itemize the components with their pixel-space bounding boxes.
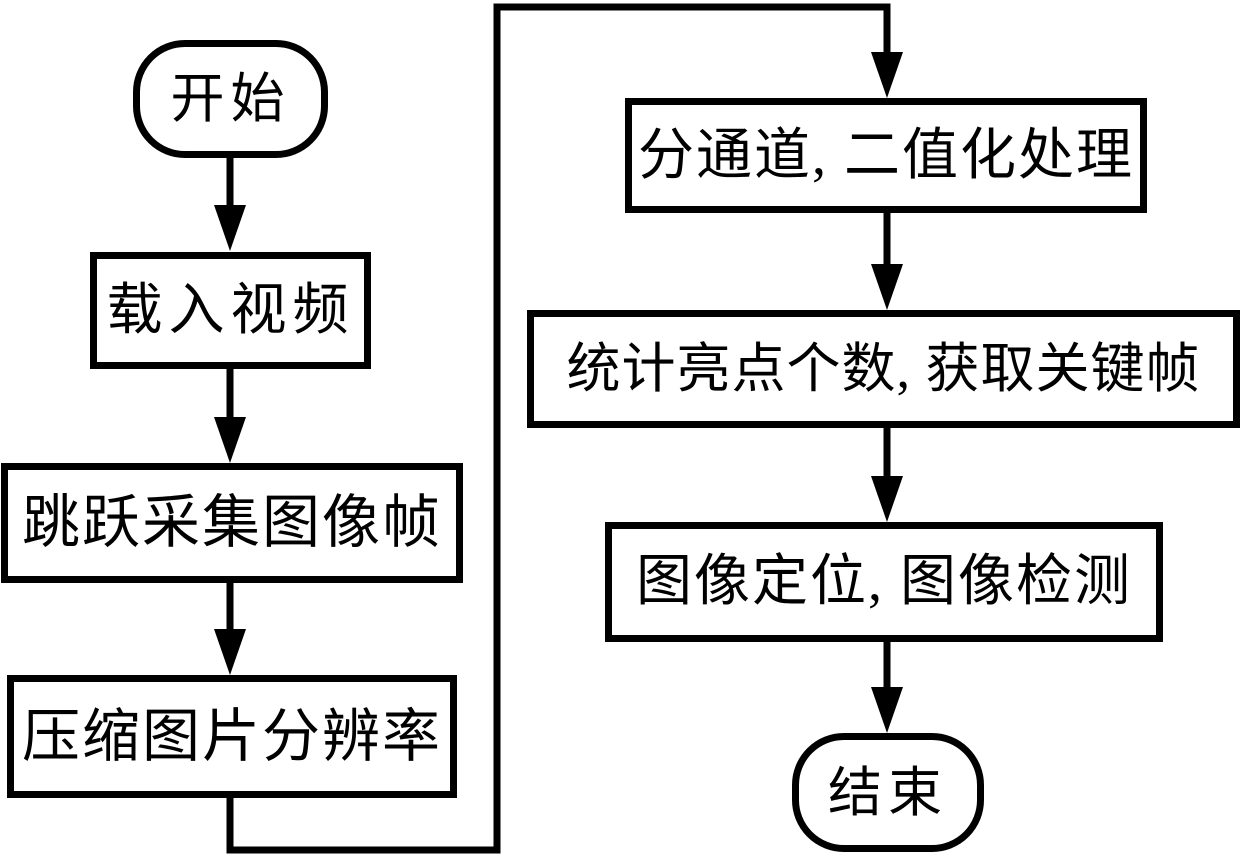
arrowhead-icon [871,52,903,98]
node-start: 开始 [133,40,328,158]
edge-start-to-load-video [214,156,246,251]
arrowhead-icon [214,417,246,463]
node-compress-resolution-label: 压缩图片分辨率 [21,703,442,769]
edge-locate-detect-to-end [871,640,903,733]
node-split-channels-binarize: 分通道, 二值化处理 [625,98,1147,213]
edge-skip-sample-to-compress [214,581,246,675]
edge-compress-to-split-binarize [226,3,903,854]
node-skip-sample-frames-label: 跳跃采集图像帧 [21,490,442,555]
arrowhead-icon [214,205,246,251]
arrowhead-icon [214,629,246,675]
node-skip-sample-frames: 跳跃采集图像帧 [1,463,463,583]
arrowhead-icon [871,476,903,522]
edge-load-video-to-skip-sample [214,366,246,463]
node-count-bright-points-keyframe-label: 统计亮点个数, 获取关键帧 [566,339,1201,399]
node-compress-resolution: 压缩图片分辨率 [7,675,457,798]
node-split-channels-binarize-label: 分通道, 二值化处理 [638,124,1134,187]
node-end: 结束 [792,733,984,852]
node-image-locate-detect-label: 图像定位, 图像检测 [636,551,1132,613]
arrowhead-icon [871,687,903,733]
edge-count-keyframe-to-locate-detect [871,426,903,522]
edge-split-binarize-to-count-keyframe [871,211,903,310]
node-load-video-label: 载入视频 [106,279,355,342]
node-start-label: 开始 [170,69,291,129]
node-image-locate-detect: 图像定位, 图像检测 [605,522,1163,642]
node-end-label: 结束 [828,762,948,823]
arrowhead-icon [871,264,903,310]
node-count-bright-points-keyframe: 统计亮点个数, 获取关键帧 [527,310,1240,428]
node-load-video: 载入视频 [90,252,371,369]
